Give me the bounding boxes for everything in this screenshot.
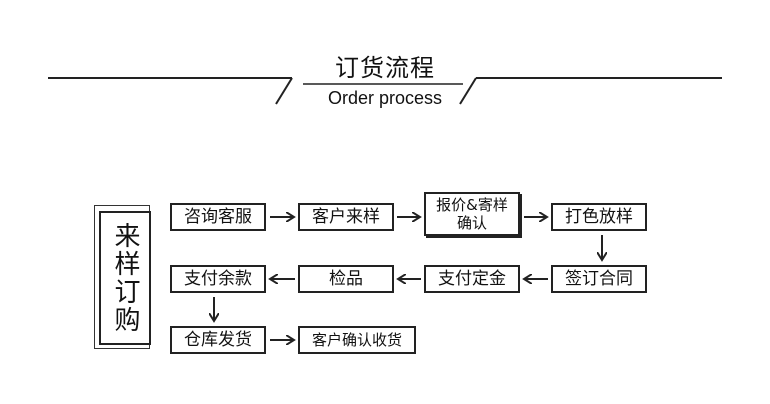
side-label-text: 来样订购	[110, 222, 140, 334]
step-warehouse-shipping: 仓库发货	[170, 326, 266, 354]
step-balance-payment: 支付余款	[170, 265, 266, 293]
step-color-sampling: 打色放样	[551, 203, 647, 231]
header-divider	[48, 77, 722, 105]
side-label-box: 来样订购	[99, 211, 151, 345]
step-sign-contract: 签订合同	[551, 265, 647, 293]
step-customer-sample: 客户来样	[298, 203, 394, 231]
step-inspection: 检品	[298, 265, 394, 293]
step-quote-send-sample: 报价&寄样 确认	[424, 192, 520, 236]
step-deposit-payment: 支付定金	[424, 265, 520, 293]
step-consult-service: 咨询客服	[170, 203, 266, 231]
step-confirm-receipt: 客户确认收货	[298, 326, 416, 354]
page-title: 订货流程	[335, 54, 435, 82]
page-subtitle: Order process	[327, 88, 443, 108]
